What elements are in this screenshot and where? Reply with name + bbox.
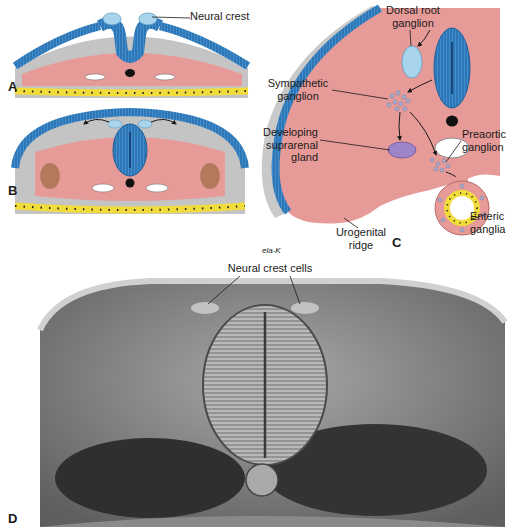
structure-label: Developing suprarenal gland <box>252 126 318 164</box>
notochord <box>126 179 135 188</box>
coelomic-cavity <box>55 438 245 518</box>
structure-label: Preaortic ganglion <box>462 128 518 153</box>
structure-label: Urogenital ridge <box>330 226 392 251</box>
neural-canal <box>129 132 131 168</box>
structure-label: Neural crest <box>190 10 270 23</box>
structure-label: Enteric ganglia <box>470 210 520 235</box>
mesoderm <box>276 8 500 224</box>
migration-arrow <box>151 119 176 124</box>
panel-a <box>15 13 248 98</box>
leader-line <box>332 90 388 99</box>
neural-tube <box>203 305 327 465</box>
neural-crest <box>139 13 157 25</box>
endoderm-nuclei <box>15 91 248 93</box>
panel-letter: D <box>8 512 24 527</box>
somite <box>200 163 220 189</box>
endoderm-nuclei <box>15 206 245 210</box>
neural-crest <box>103 13 121 25</box>
leader-line <box>208 276 240 304</box>
leader-line <box>152 17 190 18</box>
structure-label: Neural crest cells <box>190 262 350 275</box>
panel-b <box>15 112 245 214</box>
surface-ectoderm <box>15 112 245 168</box>
surface-ectoderm <box>15 26 100 66</box>
panel-d <box>40 276 505 527</box>
dorsal-aorta <box>146 184 168 192</box>
structure-label: Dorsal root ganglion <box>378 4 448 29</box>
dorsal-aorta <box>92 184 114 192</box>
somite <box>40 163 60 189</box>
neural-tube <box>113 124 147 176</box>
endoderm <box>15 206 245 210</box>
body-region <box>15 112 245 214</box>
endoderm <box>15 91 248 93</box>
notochord <box>125 69 135 77</box>
surface-ectoderm <box>160 26 248 66</box>
neural-tube <box>434 28 470 108</box>
neural-canal <box>451 42 453 94</box>
notochord <box>246 464 278 496</box>
leader-line <box>290 276 300 304</box>
dorsal-aorta <box>155 74 175 80</box>
neural-canal <box>264 312 267 458</box>
neural-plate <box>100 23 160 57</box>
migration-arrow <box>84 119 109 124</box>
sem-section <box>40 281 505 527</box>
leader-line <box>446 141 461 162</box>
sympathetic-ganglion-cells <box>387 91 410 111</box>
leader-line <box>410 30 411 46</box>
suprarenal-gland <box>388 142 416 158</box>
neural-crest-cells <box>291 302 319 314</box>
structure-label: Sympathetic ganglion <box>262 77 334 102</box>
migration-arrow <box>399 112 400 140</box>
endoderm <box>40 516 505 527</box>
panel-letter: A <box>8 80 24 95</box>
migration-arrow <box>410 112 436 155</box>
surface-ectoderm <box>276 8 380 212</box>
notochord <box>446 116 458 127</box>
panel-letter: C <box>392 236 408 251</box>
artist-signature: ela-K <box>262 246 302 255</box>
dorsal-root-ganglion <box>402 46 422 78</box>
migration-arrow <box>418 30 430 46</box>
panel-c <box>262 6 500 235</box>
neural-crest-cells <box>138 120 152 128</box>
dorsal-aorta <box>85 74 105 80</box>
neural-crest-cells <box>108 120 122 128</box>
migration-arrow <box>408 80 432 92</box>
leader-line <box>320 140 390 150</box>
panel-letter: B <box>8 184 24 199</box>
neural-crest-cells <box>191 302 219 314</box>
